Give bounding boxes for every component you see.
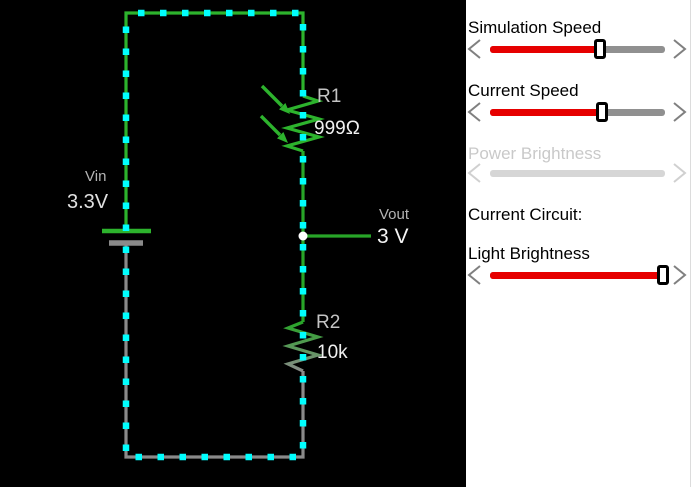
light-arrow-icon — [259, 114, 288, 143]
slider-fill — [490, 109, 602, 116]
increment-arrow-icon — [671, 162, 688, 184]
r1-value: 999Ω — [314, 118, 360, 139]
vout-value: 3 V — [377, 225, 409, 248]
slider-thumb[interactable] — [596, 102, 608, 122]
power-brightness-label: Power Brightness — [468, 144, 602, 163]
wire-positive-net[interactable] — [124, 11, 305, 232]
photoresistor-r1[interactable] — [259, 84, 325, 153]
r1-label: R1 — [317, 86, 341, 107]
sidebar-edge-divider — [690, 0, 691, 487]
current-speed-slider[interactable] — [466, 101, 690, 123]
vin-value: 3.3V — [67, 191, 109, 213]
increment-arrow-icon[interactable] — [671, 101, 688, 123]
slider-track — [490, 170, 665, 177]
increment-arrow-icon[interactable] — [671, 38, 688, 60]
controls-sidebar: Simulation Speed Current Speed Power Bri… — [466, 0, 692, 487]
decrement-arrow-icon[interactable] — [466, 38, 483, 60]
slider-fill — [490, 46, 601, 53]
wire-ground-net[interactable] — [124, 243, 305, 459]
light-brightness-label: Light Brightness — [468, 244, 590, 263]
current-speed-label: Current Speed — [468, 81, 579, 100]
r2-value: 10k — [317, 342, 348, 363]
slider-fill — [490, 272, 664, 279]
vin-label: Vin — [85, 168, 106, 185]
decrement-arrow-icon[interactable] — [466, 264, 483, 286]
decrement-arrow-icon[interactable] — [466, 101, 483, 123]
simulation-speed-slider[interactable] — [466, 38, 690, 60]
light-brightness-slider[interactable] — [466, 264, 690, 286]
simulation-speed-label: Simulation Speed — [468, 18, 602, 37]
vout-label: Vout — [379, 206, 410, 223]
voltage-source-vin[interactable] — [102, 228, 151, 246]
decrement-arrow-icon — [466, 162, 483, 184]
resistor-r2[interactable] — [282, 320, 324, 373]
circuit-canvas[interactable]: Vin 3.3V R1 999Ω Vout 3 V R2 10k — [0, 0, 466, 487]
r2-label: R2 — [316, 312, 340, 333]
current-circuit-label: Current Circuit: — [468, 205, 583, 224]
vout-node[interactable] — [298, 231, 308, 241]
current-dots — [122, 9, 307, 461]
slider-thumb[interactable] — [657, 265, 670, 285]
light-arrow-icon — [260, 84, 290, 114]
power-brightness-slider — [466, 162, 690, 184]
slider-thumb[interactable] — [594, 39, 607, 59]
increment-arrow-icon[interactable] — [671, 264, 688, 286]
